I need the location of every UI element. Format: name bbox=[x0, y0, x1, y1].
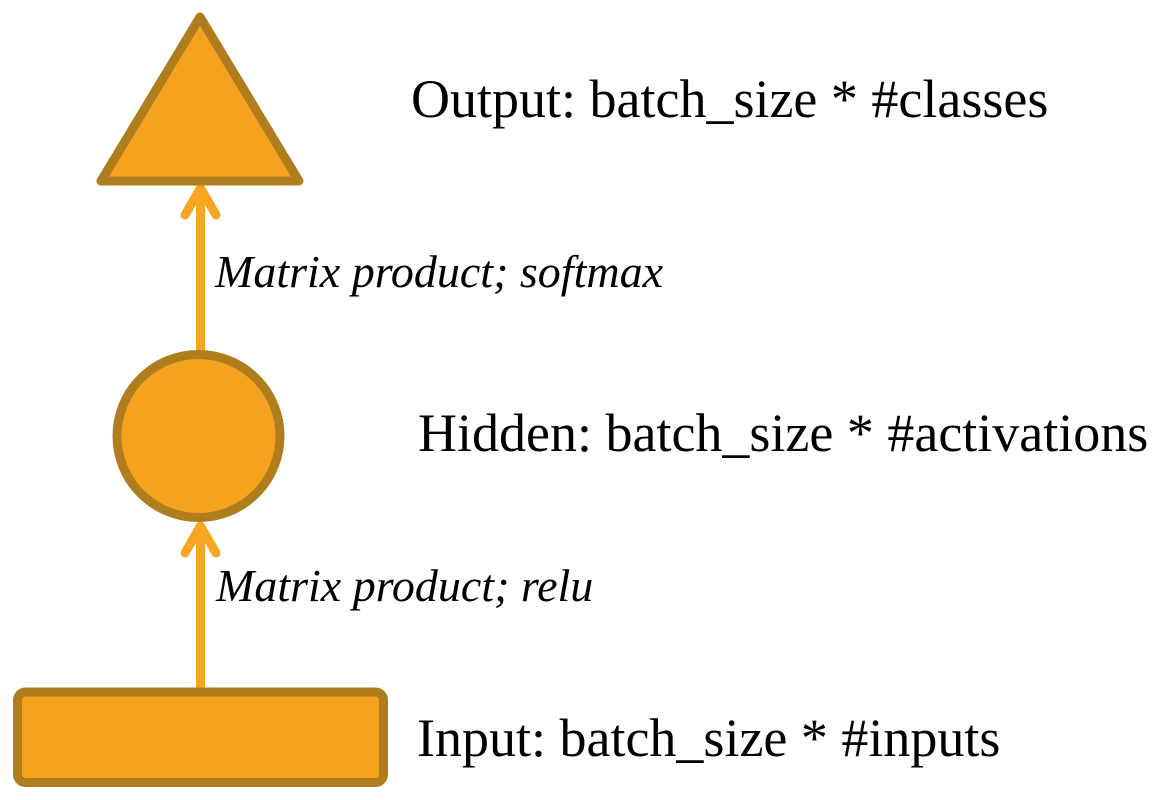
edge-hidden-to-output bbox=[180, 183, 221, 352]
edge-label-relu: Matrix product; relu bbox=[216, 560, 594, 611]
edge-input-to-hidden bbox=[180, 521, 221, 688]
output-node-triangle bbox=[96, 12, 304, 186]
hidden-node-circle bbox=[112, 350, 285, 522]
arrowhead-up-icon bbox=[180, 183, 221, 220]
input-node-label: Input: batch_size * #inputs bbox=[417, 708, 1001, 768]
arrowhead-up-icon bbox=[180, 521, 221, 558]
hidden-node-label: Hidden: batch_size * #activations bbox=[418, 403, 1149, 463]
input-node-rectangle bbox=[13, 687, 388, 787]
output-node-label: Output: batch_size * #classes bbox=[411, 69, 1049, 129]
edge-label-softmax: Matrix product; softmax bbox=[215, 246, 664, 297]
